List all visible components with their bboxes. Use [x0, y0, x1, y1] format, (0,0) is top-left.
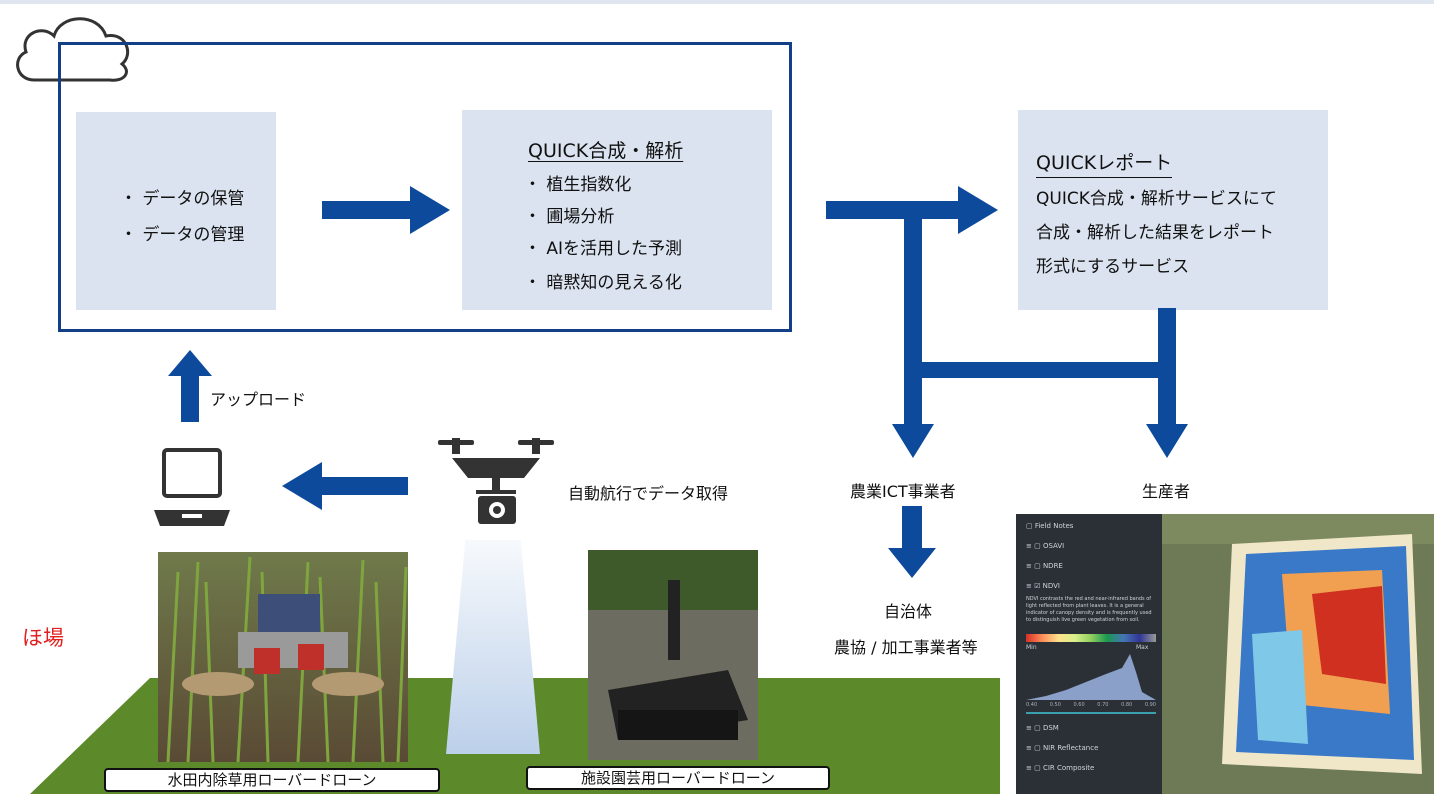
arrow-to-producer	[1146, 424, 1188, 458]
branch-right-stem	[1158, 308, 1176, 430]
arrow-drone-to-laptop	[282, 462, 408, 510]
ndvi-histogram	[1026, 654, 1156, 700]
layer-item[interactable]: ≡ ▢ DSM	[1026, 724, 1059, 732]
layer-item[interactable]: ≡ ☑ NDVI	[1026, 582, 1060, 590]
range-slider[interactable]	[1026, 712, 1156, 714]
laptop-icon	[154, 448, 230, 526]
report-line: 形式にするサービス	[1036, 257, 1190, 277]
arrow-ict-shaft	[902, 506, 922, 550]
report-line: 合成・解析した結果をレポート	[1036, 223, 1274, 243]
layer-item[interactable]: ≡ ▢ NDRE	[1026, 562, 1063, 570]
storage-panel: ・ データの保管 ・ データの管理	[76, 112, 276, 310]
analysis-panel: QUICK合成・解析 ・ 植生指数化 ・ 圃場分析 ・ AIを活用した予測 ・ …	[462, 110, 772, 310]
local-gov-label: 自治体	[884, 602, 933, 621]
ndvi-map	[1162, 514, 1434, 794]
arrow-storage-to-analysis	[322, 186, 450, 234]
analysis-title: QUICK合成・解析	[528, 140, 684, 162]
auto-flight-label: 自動航行でデータ取得	[568, 484, 729, 503]
storage-item: ・ データの保管	[120, 189, 245, 209]
analysis-item: ・ 暗黙知の見える化	[524, 273, 682, 293]
sensor-beam	[446, 540, 540, 754]
layer-item[interactable]: ≡ ▢ CIR Composite	[1026, 764, 1095, 772]
storage-item: ・ データの管理	[120, 225, 245, 245]
report-panel: QUICKレポート QUICK合成・解析サービスにて 合成・解析した結果をレポー…	[1018, 110, 1328, 310]
layer-item[interactable]: ≡ ▢ OSAVI	[1026, 542, 1065, 550]
rover2-caption: 施設園芸用ローバードローン	[526, 766, 830, 790]
arrow-upload-shaft	[181, 374, 199, 422]
arrow-to-localgov	[888, 548, 936, 578]
top-divider	[0, 0, 1434, 4]
analysis-item: ・ 圃場分析	[524, 207, 615, 227]
layer-item[interactable]: ≡ ▢ NIR Reflectance	[1026, 744, 1099, 752]
palette-swatches[interactable]	[1026, 634, 1156, 642]
camera-icon	[478, 496, 516, 524]
cloud-icon	[16, 17, 129, 82]
rover1-caption: 水田内除草用ローバードローン	[104, 768, 440, 792]
greenhouse-rover-photo	[588, 550, 758, 760]
field-label: ほ場	[22, 626, 64, 650]
branch-horizontal	[904, 362, 1172, 378]
paddy-rover-photo	[158, 552, 408, 762]
coop-label: 農協 / 加工事業者等	[834, 638, 978, 657]
arrow-analysis-to-report	[826, 186, 998, 234]
analysis-item: ・ 植生指数化	[524, 175, 632, 195]
cloud-frame	[58, 42, 792, 332]
agri-ict-label: 農業ICT事業者	[850, 482, 956, 501]
upload-label: アップロード	[210, 390, 307, 409]
layer-item[interactable]: ▢ Field Notes	[1026, 522, 1074, 530]
ndvi-screenshot: ▢ Field Notes ≡ ▢ OSAVI ≡ ▢ NDRE ≡ ☑ NDV…	[1016, 514, 1434, 794]
drone-icon	[438, 438, 554, 524]
arrow-upload-head	[168, 350, 212, 376]
report-line: QUICK合成・解析サービスにて	[1036, 189, 1277, 209]
producer-label: 生産者	[1142, 482, 1191, 501]
layer-sidebar: ▢ Field Notes ≡ ▢ OSAVI ≡ ▢ NDRE ≡ ☑ NDV…	[1016, 514, 1162, 794]
arrow-to-ict	[892, 424, 934, 458]
min-label: Min	[1026, 644, 1037, 651]
ndvi-description: NDVI contrasts the red and near-infrared…	[1026, 596, 1152, 623]
max-label: Max	[1136, 644, 1149, 651]
analysis-item: ・ AIを活用した予測	[524, 239, 683, 259]
branch-trunk	[904, 218, 922, 430]
field-ground	[30, 540, 1000, 794]
report-title: QUICKレポート	[1036, 148, 1173, 178]
